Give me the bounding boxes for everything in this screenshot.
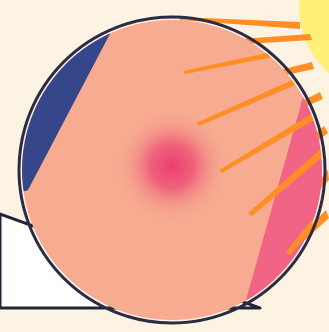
skin-spot <box>114 108 230 224</box>
